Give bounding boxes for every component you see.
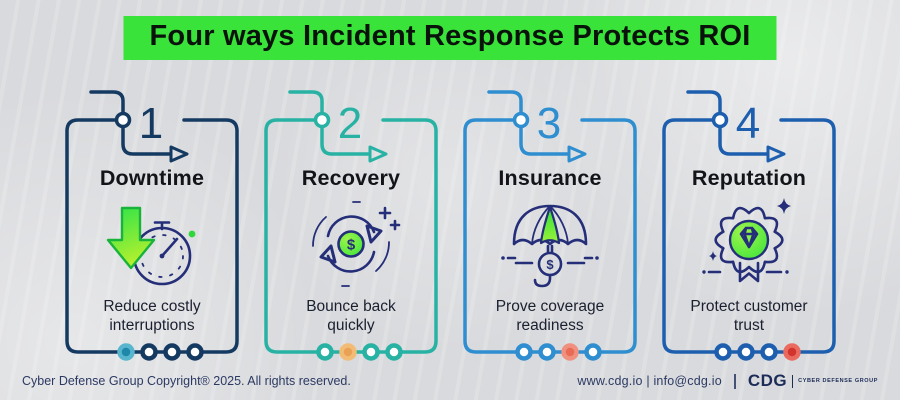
cards-row: 1 Downtime (63, 88, 838, 361)
card-recovery: 2 Recovery (262, 88, 440, 361)
card-caption: Reduce costly interruptions (103, 298, 201, 335)
copyright-text: Cyber Defense Group Copyright® 2025. All… (22, 374, 351, 388)
card-frame-trace (463, 90, 637, 361)
footer: Cyber Defense Group Copyright® 2025. All… (0, 371, 900, 391)
step-number: 1 (138, 99, 164, 148)
contact-links: www.cdg.io | info@cdg.io (577, 374, 721, 388)
card-heading: Recovery (301, 166, 401, 190)
website-link: www.cdg.io (577, 374, 643, 388)
dollar-glyph: $ (347, 237, 356, 254)
card-caption: Prove coverage readiness (495, 298, 605, 335)
stopwatch-down-arrow-icon (106, 206, 196, 286)
card-insurance: 3 Insurance $ (461, 88, 639, 361)
footer-divider (733, 373, 736, 389)
cdg-logo: CDG CYBER DEFENSE GROUP (748, 371, 878, 391)
card-downtime: 1 Downtime (63, 88, 241, 361)
dollar-glyph: $ (546, 257, 554, 272)
cycle-dollar-icon: $ (312, 201, 401, 287)
card-heading: Reputation (691, 166, 807, 190)
card-frame-trace (662, 90, 836, 361)
umbrella-dollar-icon: $ (501, 204, 599, 288)
card-caption: Bounce back quickly (306, 298, 396, 335)
card-frame-trace (65, 90, 239, 361)
card-heading: Insurance (498, 166, 602, 190)
step-number: 2 (337, 99, 363, 148)
card-reputation: 4 Reputation (660, 88, 838, 361)
card-frame-trace (264, 90, 438, 361)
step-number: 3 (536, 99, 562, 148)
cdg-logo-text: CDG (747, 371, 788, 390)
card-heading: Downtime (99, 166, 205, 190)
link-separator: | (646, 374, 650, 388)
step-number: 4 (735, 99, 761, 148)
email-link: info@cdg.io (653, 374, 722, 388)
card-caption: Protect customer trust (690, 298, 808, 335)
page-title: Four ways Incident Response Protects ROI (123, 16, 777, 60)
logo-hairline (792, 374, 794, 388)
diamond-badge-icon (702, 198, 791, 283)
cdg-logo-subtext: CYBER DEFENSE GROUP (798, 378, 878, 384)
